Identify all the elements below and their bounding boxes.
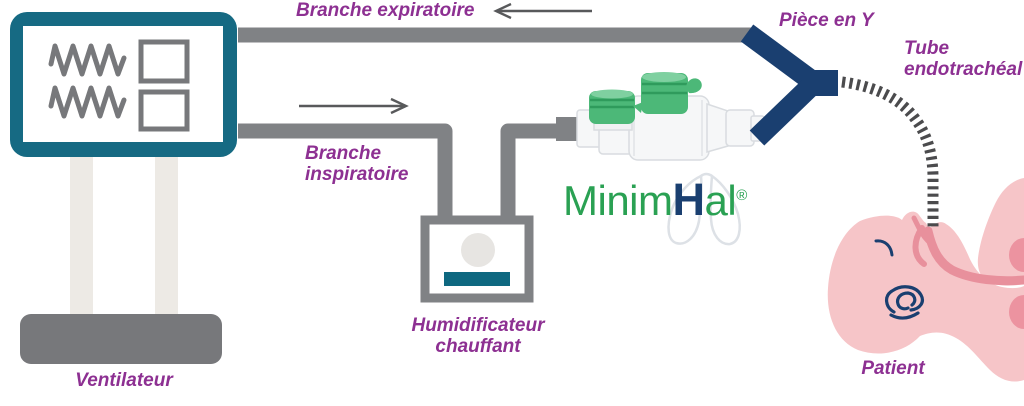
- closed-eye-icon: [874, 239, 894, 257]
- ventilator-leg: [155, 157, 178, 319]
- humidifier: [420, 215, 534, 303]
- ventilator-base: [20, 314, 222, 364]
- green-cap-small-icon: [589, 89, 643, 131]
- waveform-icon: [48, 43, 127, 77]
- waveform-icon: [48, 85, 127, 119]
- ventilator-screen: [23, 26, 223, 142]
- humidifier-heater-bar: [444, 272, 510, 286]
- label-piece-en-y: Pièce en Y: [779, 10, 874, 31]
- minimhal-device: [556, 72, 765, 161]
- ventilator-leg: [70, 157, 93, 319]
- patient-airway: [923, 226, 1024, 286]
- logo-text-minim: Minim: [563, 177, 673, 224]
- patient-arm-bump: [1009, 295, 1024, 329]
- label-branche-inspiratoire: Branche inspiratoire: [305, 143, 409, 185]
- inspiratory-tube: [238, 123, 584, 222]
- logo-text-al: al: [704, 177, 737, 224]
- label-ventilateur: Ventilateur: [75, 370, 173, 391]
- label-humidificateur: Humidificateur chauffant: [411, 315, 545, 357]
- inspiratory-flow-arrow: [299, 97, 409, 115]
- patient-arm-bump: [1009, 238, 1024, 272]
- expiratory-flow-arrow: [493, 2, 592, 20]
- logo-letter-h: H: [672, 174, 706, 225]
- screen-readout-box: [138, 39, 190, 84]
- green-cap-large-icon: [641, 72, 702, 114]
- label-tube-endotracheal: Tube endotrachéal: [904, 38, 1023, 80]
- ear-icon: [885, 285, 924, 320]
- ventilator: [10, 12, 237, 364]
- label-branche-expiratoire: Branche expiratoire: [296, 0, 475, 21]
- label-patient: Patient: [861, 358, 925, 379]
- patient-head-body: [827, 211, 1024, 382]
- registered-mark-icon: ®: [736, 187, 747, 204]
- endotracheal-tube: [841, 76, 939, 229]
- patient-illustration: [827, 178, 1024, 382]
- minimhal-logo: MinimHal®: [563, 172, 803, 225]
- screen-readout-box: [138, 89, 190, 132]
- patient-throat-curve: [912, 225, 927, 267]
- humidifier-chamber-icon: [461, 233, 495, 267]
- y-piece: [740, 24, 838, 146]
- lungs-watermark-icon: [667, 172, 741, 246]
